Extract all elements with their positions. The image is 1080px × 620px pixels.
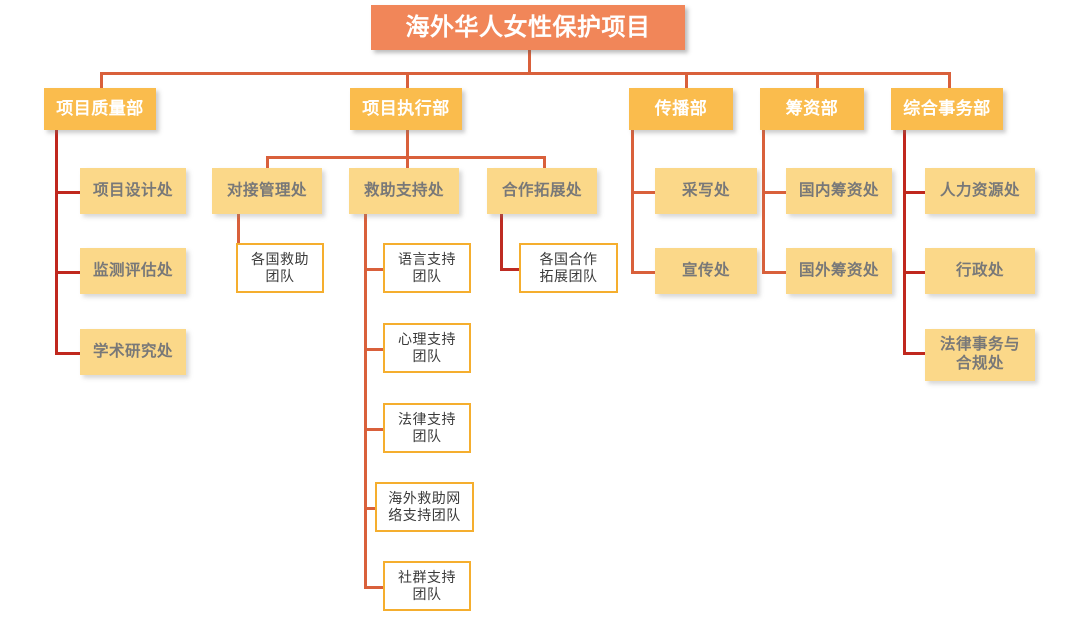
division-node-0-2[interactable]: 学术研究处 [80, 329, 186, 375]
connector-div-duijie-spine [237, 212, 240, 271]
division-node-1-2[interactable]: 合作拓展处 [487, 168, 597, 214]
team-node-1-0-0[interactable]: 各国救助 团队 [236, 243, 324, 293]
connector-dept1-drop-1 [406, 156, 409, 172]
connector-dept3-stub-1 [762, 271, 787, 274]
department-node-4[interactable]: 综合事务部 [891, 88, 1003, 130]
connector-root-to-dept-0 [100, 72, 103, 88]
connector-dept3-stub-0 [762, 191, 787, 194]
connector-dept4-stub-1 [903, 271, 928, 274]
division-node-3-1[interactable]: 国外筹资处 [786, 248, 892, 294]
connector-dept2-stub-0 [631, 191, 656, 194]
team-node-1-1-3[interactable]: 海外救助网 络支持团队 [375, 482, 474, 532]
connector-dept1-stem [406, 130, 409, 156]
connector-dept2-stub-1 [631, 271, 656, 274]
connector-div-jiuzhu-stub-1 [364, 348, 385, 351]
connector-root-stem [528, 50, 531, 72]
connector-div-jiuzhu-stub-0 [364, 268, 385, 271]
connector-div-hezuo-spine [500, 212, 503, 271]
connector-dept4-stub-0 [903, 191, 928, 194]
department-node-3[interactable]: 筹资部 [760, 88, 864, 130]
division-node-2-0[interactable]: 采写处 [655, 168, 757, 214]
team-node-1-1-4[interactable]: 社群支持 团队 [383, 561, 471, 611]
connector-root-to-dept-2 [685, 72, 688, 88]
division-node-4-2[interactable]: 法律事务与 合规处 [925, 329, 1035, 381]
connector-dept2-spine [631, 130, 634, 274]
connector-div-hezuo-stub [500, 268, 521, 271]
team-node-1-1-0[interactable]: 语言支持 团队 [383, 243, 471, 293]
team-node-1-1-1[interactable]: 心理支持 团队 [383, 323, 471, 373]
division-node-1-0[interactable]: 对接管理处 [212, 168, 322, 214]
connector-div-jiuzhu-stub-2 [364, 428, 385, 431]
connector-dept0-spine [55, 130, 58, 355]
division-node-2-1[interactable]: 宣传处 [655, 248, 757, 294]
team-node-1-2-0[interactable]: 各国合作 拓展团队 [519, 243, 618, 293]
division-node-4-1[interactable]: 行政处 [925, 248, 1035, 294]
connector-root-to-dept-1 [406, 72, 409, 88]
connector-dept0-stub-1 [55, 271, 80, 274]
connector-dept0-stub-0 [55, 191, 80, 194]
division-node-1-1[interactable]: 救助支持处 [349, 168, 459, 214]
division-node-3-0[interactable]: 国内筹资处 [786, 168, 892, 214]
team-node-1-1-2[interactable]: 法律支持 团队 [383, 403, 471, 453]
connector-dept4-stub-2 [903, 352, 928, 355]
division-node-0-1[interactable]: 监测评估处 [80, 248, 186, 294]
division-node-0-0[interactable]: 项目设计处 [80, 168, 186, 214]
department-node-0[interactable]: 项目质量部 [44, 88, 156, 130]
connector-dept1-drop-2 [543, 156, 546, 172]
connector-div-jiuzhu-stub-4 [364, 586, 385, 589]
division-node-4-0[interactable]: 人力资源处 [925, 168, 1035, 214]
connector-dept3-spine [762, 130, 765, 274]
connector-dept0-stub-2 [55, 352, 80, 355]
connector-root-to-dept-3 [816, 72, 819, 88]
connector-div-jiuzhu-stub-3 [364, 507, 385, 510]
connector-div-jiuzhu-spine [364, 212, 367, 588]
department-node-2[interactable]: 传播部 [629, 88, 733, 130]
connector-dept1-drop-0 [266, 156, 269, 172]
connector-root-to-dept-4 [948, 72, 951, 88]
root-node[interactable]: 海外华人女性保护项目 [371, 5, 685, 50]
connector-dept4-spine [903, 130, 906, 355]
connector-root-bus [100, 72, 951, 75]
department-node-1[interactable]: 项目执行部 [350, 88, 462, 130]
